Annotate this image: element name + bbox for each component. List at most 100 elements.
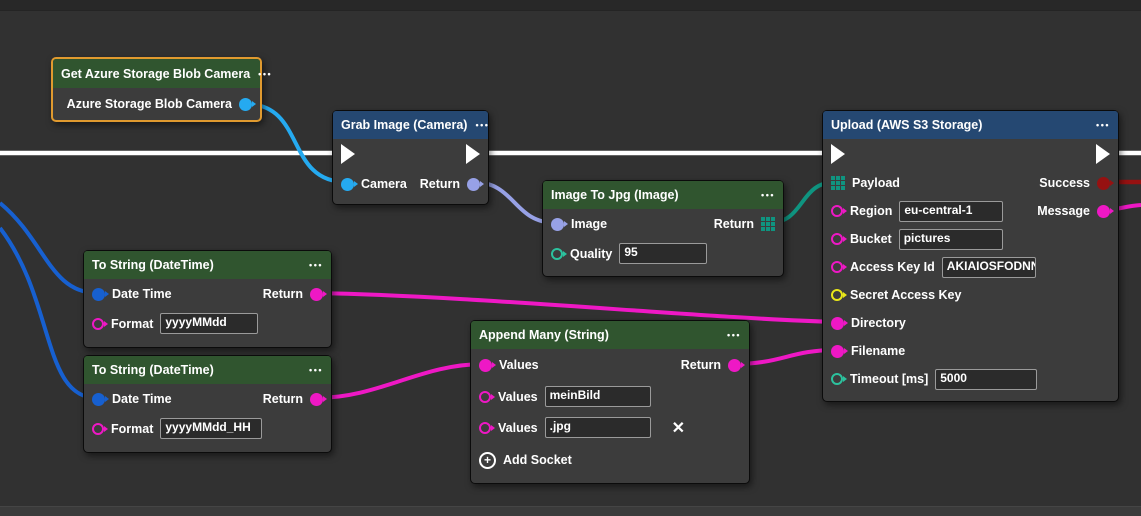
canvas-grid-line-bottom xyxy=(0,506,1141,516)
values-label: Values xyxy=(498,420,538,435)
format-input[interactable]: yyyyMMdd_HH xyxy=(160,418,263,439)
values-input-pin-1[interactable] xyxy=(479,358,492,372)
bucket-input[interactable]: pictures xyxy=(898,228,1003,250)
node-title: Append Many (String) xyxy=(479,328,609,342)
format-input-pin[interactable] xyxy=(92,317,104,330)
node-header[interactable]: To String (DateTime) ••• xyxy=(84,356,331,384)
exec-in-pin[interactable] xyxy=(831,144,845,164)
node-menu-icon[interactable]: ••• xyxy=(309,260,323,270)
wire-tostring1-to-directory xyxy=(315,291,837,324)
values-input-2[interactable]: meinBild xyxy=(544,386,651,407)
node-to-string-datetime-2[interactable]: To String (DateTime) ••• Date Time Retur… xyxy=(83,355,332,453)
payload-input-pin[interactable] xyxy=(831,176,845,190)
region-input[interactable]: eu-central-1 xyxy=(899,200,1004,222)
node-header[interactable]: To String (DateTime) ••• xyxy=(84,251,331,279)
node-header[interactable]: Upload (AWS S3 Storage) ••• xyxy=(823,111,1118,139)
input-label: Image xyxy=(571,217,608,231)
output-label: Azure Storage Blob Camera xyxy=(66,97,232,111)
node-to-string-datetime-1[interactable]: To String (DateTime) ••• Date Time Retur… xyxy=(83,250,332,348)
node-menu-icon[interactable]: ••• xyxy=(309,365,323,375)
format-input-pin[interactable] xyxy=(92,422,104,435)
region-label: Region xyxy=(850,204,893,218)
filename-label: Filename xyxy=(851,344,906,358)
add-socket-button[interactable]: Add Socket xyxy=(503,453,572,467)
directory-input-pin[interactable] xyxy=(831,316,844,330)
filename-input-pin[interactable] xyxy=(831,344,844,358)
node-title: Grab Image (Camera) xyxy=(341,118,468,132)
camera-input-pin[interactable] xyxy=(341,177,354,191)
node-append-many-string[interactable]: Append Many (String) ••• Values Return V… xyxy=(470,320,750,484)
output-label: Return xyxy=(680,358,721,372)
byte-array-output-pin[interactable] xyxy=(761,217,775,231)
return-output-pin[interactable] xyxy=(467,177,480,191)
wire-left-to-datetime2 xyxy=(0,226,98,400)
exec-out-pin[interactable] xyxy=(466,144,480,164)
wire-azure-to-camera xyxy=(245,102,347,184)
node-menu-icon[interactable]: ••• xyxy=(761,190,775,200)
input-label: Date Time xyxy=(112,392,172,406)
directory-label: Directory xyxy=(851,316,906,330)
exec-out-pin[interactable] xyxy=(1096,144,1110,164)
message-label: Message xyxy=(1037,204,1090,218)
datetime-input-pin[interactable] xyxy=(92,392,105,406)
values-label: Values xyxy=(498,389,538,404)
node-grab-image-camera[interactable]: Grab Image (Camera) ••• Camera Return xyxy=(332,110,489,205)
add-socket-icon[interactable]: + xyxy=(479,451,496,469)
exec-in-pin[interactable] xyxy=(341,144,355,164)
values-input-3[interactable]: .jpg xyxy=(544,417,651,438)
node-title: Image To Jpg (Image) xyxy=(551,188,679,202)
image-input-pin[interactable] xyxy=(551,217,564,231)
success-output-pin[interactable] xyxy=(1097,176,1110,190)
payload-label: Payload xyxy=(852,176,900,190)
region-input-pin[interactable] xyxy=(831,205,843,217)
quality-input[interactable]: 95 xyxy=(619,243,708,264)
format-label: Format xyxy=(111,421,154,436)
node-menu-icon[interactable]: ••• xyxy=(475,120,490,130)
success-label: Success xyxy=(1039,176,1090,190)
node-header[interactable]: Grab Image (Camera) ••• xyxy=(333,111,488,139)
format-label: Format xyxy=(111,316,154,331)
access-key-id-input[interactable]: AKIAIOSFODNN xyxy=(941,256,1036,278)
node-header[interactable]: Get Azure Storage Blob Camera ••• xyxy=(53,59,271,88)
output-label: Return xyxy=(262,392,303,406)
node-menu-icon[interactable]: ••• xyxy=(1096,120,1110,130)
timeout-input-pin[interactable] xyxy=(831,373,843,385)
wire-left-to-datetime1 xyxy=(0,201,98,295)
output-label: Return xyxy=(419,177,460,191)
format-input[interactable]: yyyyMMdd xyxy=(160,313,259,334)
bucket-input-pin[interactable] xyxy=(831,233,843,245)
node-get-azure-storage-blob-camera[interactable]: Get Azure Storage Blob Camera ••• Azure … xyxy=(51,57,271,122)
return-output-pin[interactable] xyxy=(728,358,741,372)
quality-label: Quality xyxy=(570,246,613,261)
return-output-pin[interactable] xyxy=(310,287,323,301)
secret-access-key-label: Secret Access Key xyxy=(850,288,962,302)
camera-output-pin[interactable] xyxy=(239,97,252,111)
values-input-pin-3[interactable] xyxy=(479,421,491,434)
quality-input-pin[interactable] xyxy=(551,247,563,260)
timeout-label: Timeout [ms] xyxy=(850,372,929,386)
output-label: Return xyxy=(713,217,754,231)
node-title: To String (DateTime) xyxy=(92,363,214,377)
node-image-to-jpg[interactable]: Image To Jpg (Image) ••• Image Return Qu… xyxy=(542,180,784,277)
access-key-id-input-pin[interactable] xyxy=(831,261,843,273)
node-title: Get Azure Storage Blob Camera xyxy=(61,66,251,81)
values-input-pin-2[interactable] xyxy=(479,390,491,403)
node-title: Upload (AWS S3 Storage) xyxy=(831,118,983,132)
bucket-label: Bucket xyxy=(850,232,892,246)
node-upload-aws-s3-storage[interactable]: Upload (AWS S3 Storage) ••• Payload Succ… xyxy=(822,110,1119,402)
timeout-input[interactable]: 5000 xyxy=(935,368,1038,390)
input-label: Camera xyxy=(361,177,407,191)
message-output-pin[interactable] xyxy=(1097,204,1110,218)
datetime-input-pin[interactable] xyxy=(92,287,105,301)
node-header[interactable]: Image To Jpg (Image) ••• xyxy=(543,181,783,209)
return-output-pin[interactable] xyxy=(310,392,323,406)
remove-socket-button[interactable]: ✕ xyxy=(671,419,686,437)
node-header[interactable]: Append Many (String) ••• xyxy=(471,321,749,349)
values-label: Values xyxy=(499,358,539,372)
node-menu-icon[interactable]: ••• xyxy=(727,330,741,340)
node-title: To String (DateTime) xyxy=(92,258,214,272)
node-menu-icon[interactable]: ••• xyxy=(258,68,273,79)
secret-access-key-input-pin[interactable] xyxy=(831,289,843,301)
canvas-grid-line-top xyxy=(0,0,1141,11)
